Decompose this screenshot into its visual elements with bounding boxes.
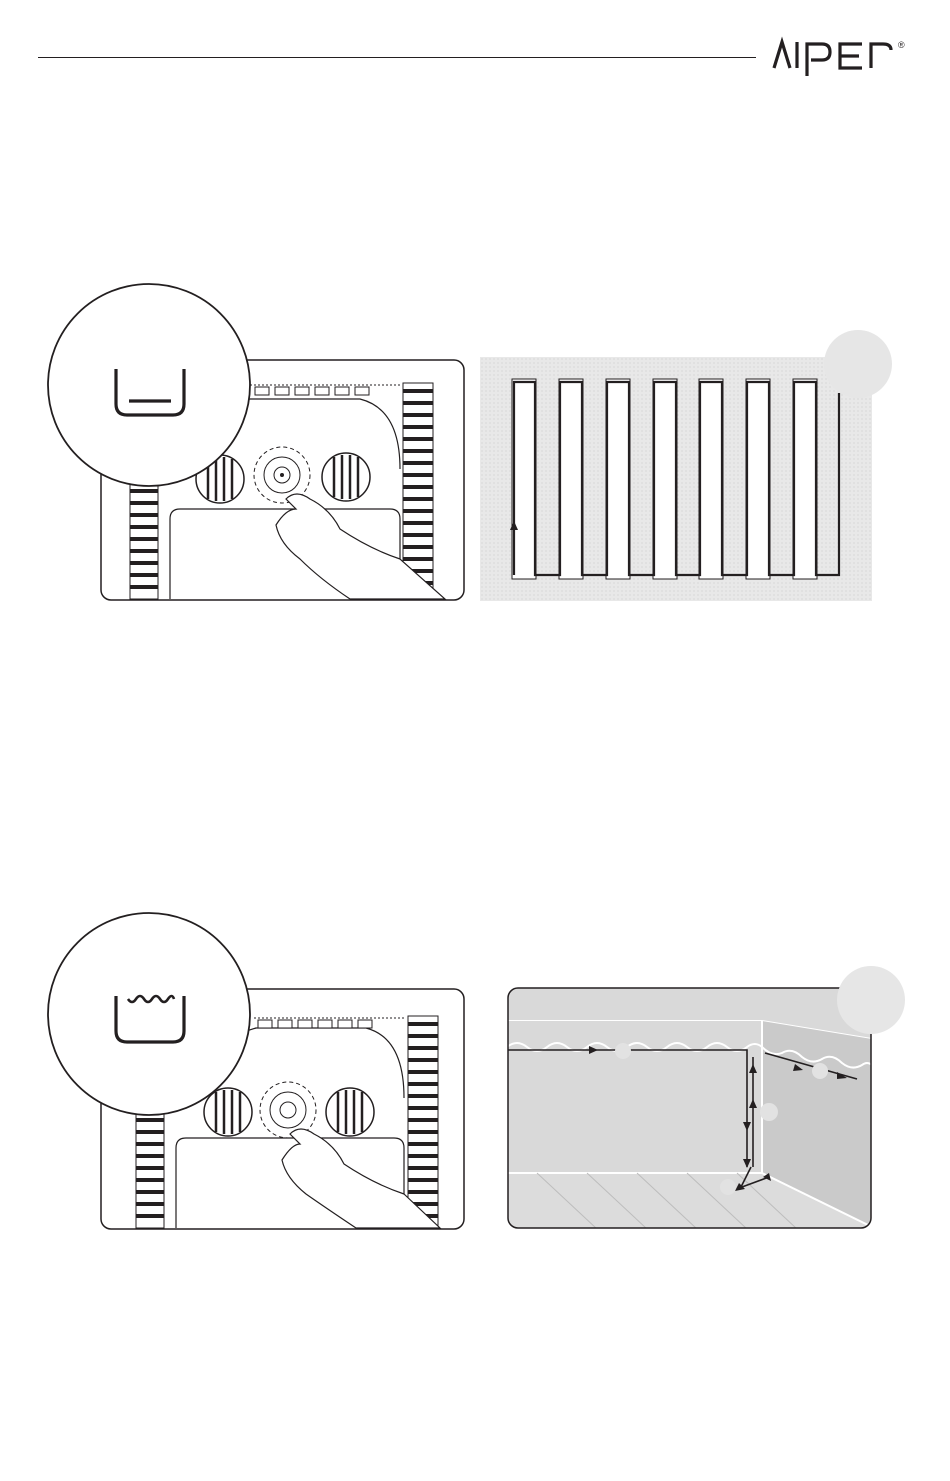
registered-mark: ® bbox=[898, 40, 905, 50]
step-marker-1 bbox=[823, 329, 893, 399]
right-vent bbox=[326, 1088, 374, 1136]
header-rule bbox=[38, 57, 756, 58]
waterline-path-panel bbox=[507, 987, 872, 1229]
waterline-mode-icon bbox=[46, 911, 252, 1117]
floor-mode-icon bbox=[46, 282, 252, 488]
right-track bbox=[408, 1016, 438, 1228]
left-track bbox=[136, 1098, 164, 1228]
right-vent bbox=[322, 453, 370, 501]
step-marker-2 bbox=[836, 965, 906, 1035]
brand-logo: ® bbox=[770, 34, 915, 78]
floor-path-panel bbox=[480, 357, 872, 601]
left-track bbox=[130, 469, 158, 599]
